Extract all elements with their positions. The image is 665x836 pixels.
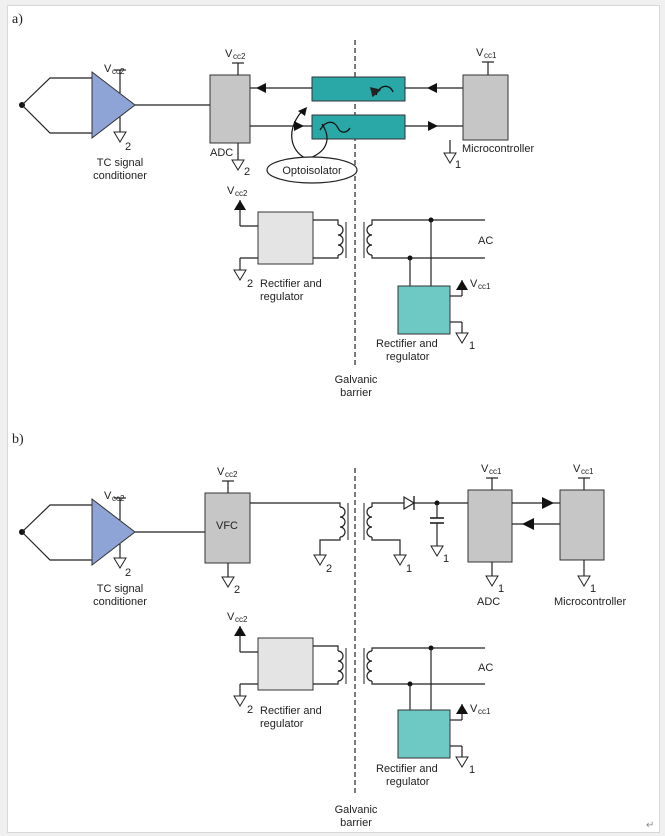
- rectifier-left-b-label-2: regulator: [260, 718, 304, 730]
- svg-text:2: 2: [244, 166, 250, 178]
- svg-text:2: 2: [125, 567, 131, 579]
- svg-text:cc1: cc1: [489, 467, 502, 476]
- svg-text:V: V: [227, 611, 235, 623]
- svg-text:1: 1: [469, 340, 475, 352]
- svg-text:2: 2: [234, 584, 240, 596]
- rectifier-right-b-label-2: regulator: [386, 776, 430, 788]
- svg-text:cc2: cc2: [233, 52, 246, 61]
- svg-text:V: V: [476, 47, 484, 59]
- optoisolator-callout: [266, 156, 358, 184]
- rectifier-right-b: [397, 709, 451, 759]
- rectifier-right-a-label-2: regulator: [386, 351, 430, 363]
- svg-text:cc2: cc2: [225, 470, 238, 479]
- svg-text:V: V: [104, 63, 112, 75]
- thermocouple-b: [19, 504, 97, 561]
- microcontroller-label-a: Microcontroller: [462, 143, 534, 155]
- vfc-label: VFC: [216, 520, 238, 532]
- tc-conditioner-label-a-1: TC signal: [97, 157, 143, 169]
- rectifier-left-b-label-1: Rectifier and: [260, 705, 322, 717]
- svg-text:1: 1: [498, 583, 504, 595]
- transformer-power-secondary-b: [366, 650, 373, 682]
- optoisolator-bottom: [311, 114, 406, 140]
- microcontroller-block-b: [559, 489, 605, 561]
- rectifier-right-b-label-1: Rectifier and: [376, 763, 438, 775]
- svg-text:1: 1: [469, 764, 475, 776]
- svg-text:cc2: cc2: [112, 494, 125, 503]
- svg-text:V: V: [217, 466, 225, 478]
- svg-text:V: V: [470, 278, 478, 290]
- rectifier-left-a: [257, 211, 314, 265]
- svg-text:cc1: cc1: [581, 467, 594, 476]
- capacitor: 1: [430, 503, 449, 565]
- svg-text:cc2: cc2: [235, 189, 248, 198]
- svg-text:1: 1: [406, 563, 412, 575]
- svg-text:cc2: cc2: [235, 615, 248, 624]
- svg-text:V: V: [470, 703, 478, 715]
- amplifier-triangle-a: [91, 70, 136, 140]
- adc-block-b: [467, 489, 513, 563]
- barrier-label-a-1: Galvanic: [335, 374, 378, 386]
- return-mark: ↵: [646, 820, 655, 831]
- rectifier-right-a-label-1: Rectifier and: [376, 338, 438, 350]
- tc-conditioner-label-b-1: TC signal: [97, 583, 143, 595]
- thermocouple-a: [19, 77, 97, 134]
- barrier-label-a-2: barrier: [340, 387, 372, 399]
- transformer-signal-primary: [339, 506, 346, 538]
- svg-text:cc1: cc1: [484, 51, 497, 60]
- svg-text:cc1: cc1: [478, 707, 491, 716]
- svg-text:2: 2: [326, 563, 332, 575]
- svg-text:V: V: [225, 48, 233, 60]
- adc-label-a: ADC: [210, 147, 233, 159]
- svg-text:1: 1: [590, 583, 596, 595]
- adc-block-a: [209, 74, 251, 144]
- panel-b-label: b): [12, 432, 24, 447]
- barrier-label-b-1: Galvanic: [335, 804, 378, 816]
- svg-text:V: V: [104, 490, 112, 502]
- svg-text:V: V: [573, 463, 581, 475]
- ac-label-b: AC: [478, 662, 493, 674]
- optoisolator-label: Optoisolator: [282, 165, 342, 177]
- transformer-power-primary-b: [337, 650, 344, 682]
- svg-text:cc2: cc2: [112, 67, 125, 76]
- amplifier-triangle-b: [91, 497, 136, 567]
- panel-a-label: a): [12, 12, 23, 27]
- transformer-signal-secondary: [366, 506, 373, 538]
- rectifier-right-a: [397, 285, 451, 335]
- svg-text:2: 2: [247, 704, 253, 716]
- optoisolator-top: [311, 76, 406, 102]
- rectifier-left-b: [257, 637, 314, 691]
- microcontroller-block-a: [462, 74, 509, 141]
- svg-text:cc1: cc1: [478, 282, 491, 291]
- adc-label-b: ADC: [477, 596, 500, 608]
- diode: [403, 495, 416, 511]
- svg-text:2: 2: [247, 278, 253, 290]
- transformer-primary-a: [337, 224, 344, 256]
- tc-conditioner-label-b-2: conditioner: [93, 596, 147, 608]
- rectifier-left-a-label-2: regulator: [260, 291, 304, 303]
- figure-frame: [7, 5, 660, 833]
- svg-text:V: V: [481, 463, 489, 475]
- svg-text:1: 1: [443, 553, 449, 565]
- rectifier-left-a-label-1: Rectifier and: [260, 278, 322, 290]
- tc-conditioner-label-a-2: conditioner: [93, 170, 147, 182]
- svg-text:1: 1: [455, 159, 461, 171]
- microcontroller-label-b: Microcontroller: [554, 596, 626, 608]
- barrier-label-b-2: barrier: [340, 817, 372, 829]
- transformer-secondary-a: [366, 224, 373, 256]
- svg-text:V: V: [227, 185, 235, 197]
- svg-text:2: 2: [125, 141, 131, 153]
- ac-label-a: AC: [478, 235, 493, 247]
